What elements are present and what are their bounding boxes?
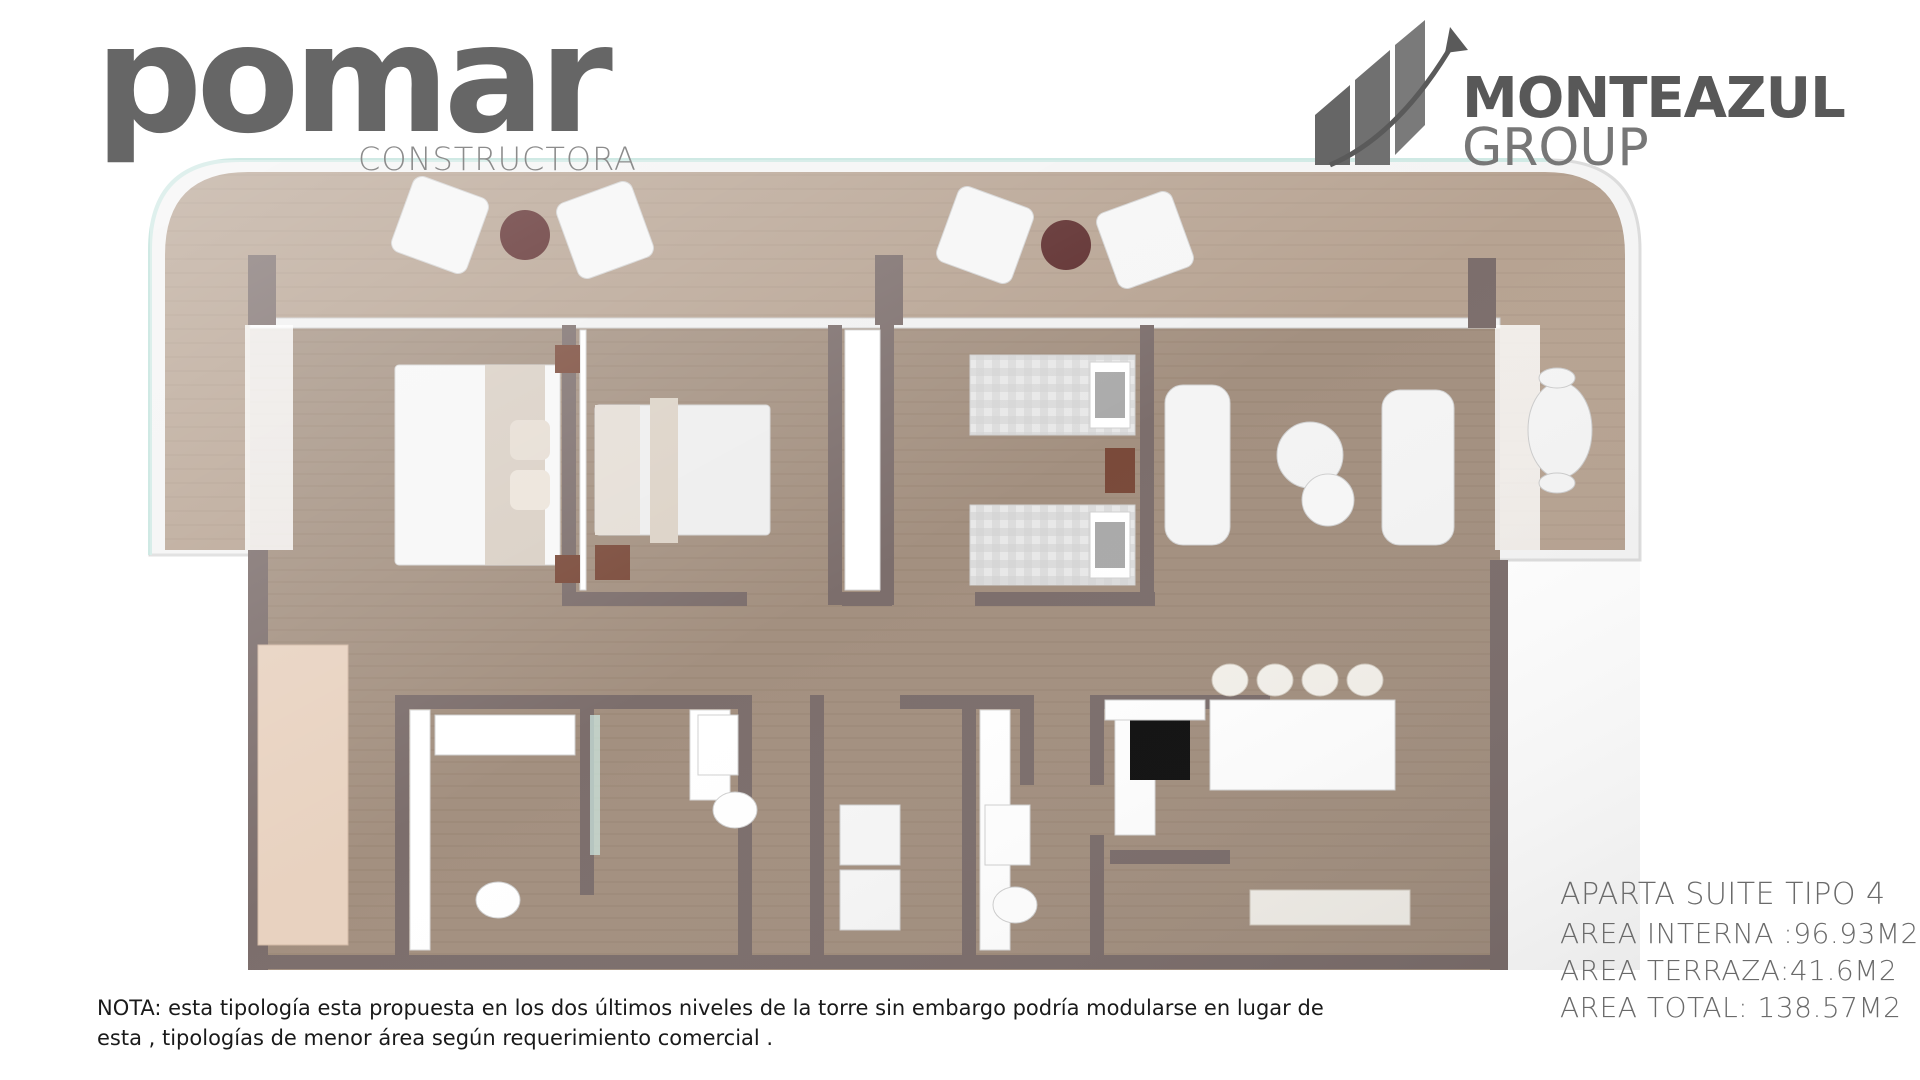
monteazul-logo-icon xyxy=(1315,20,1468,168)
unit-info: APARTA SUITE TIPO 4 AREA INTERNA :96.93M… xyxy=(1560,875,1919,1026)
monteazul-name: MONTEAZUL xyxy=(1462,66,1846,131)
pomar-logo: pomar xyxy=(95,0,613,167)
note: NOTA: esta tipología esta propuesta en l… xyxy=(97,993,1497,1053)
note-line-2: esta , tipologías de menor área según re… xyxy=(97,1026,774,1050)
unit-title: APARTA SUITE TIPO 4 xyxy=(1560,877,1886,912)
pomar-subtitle: CONSTRUCTORA xyxy=(358,140,637,178)
terrace-area: AREA TERRAZA:41.6M2 xyxy=(1560,954,1898,987)
internal-area: AREA INTERNA :96.93M2 xyxy=(1560,917,1919,950)
total-area: AREA TOTAL: 138.57M2 xyxy=(1560,991,1902,1024)
monteazul-subtitle: GROUP xyxy=(1462,118,1649,178)
note-line-1: NOTA: esta tipología esta propuesta en l… xyxy=(97,996,1324,1020)
